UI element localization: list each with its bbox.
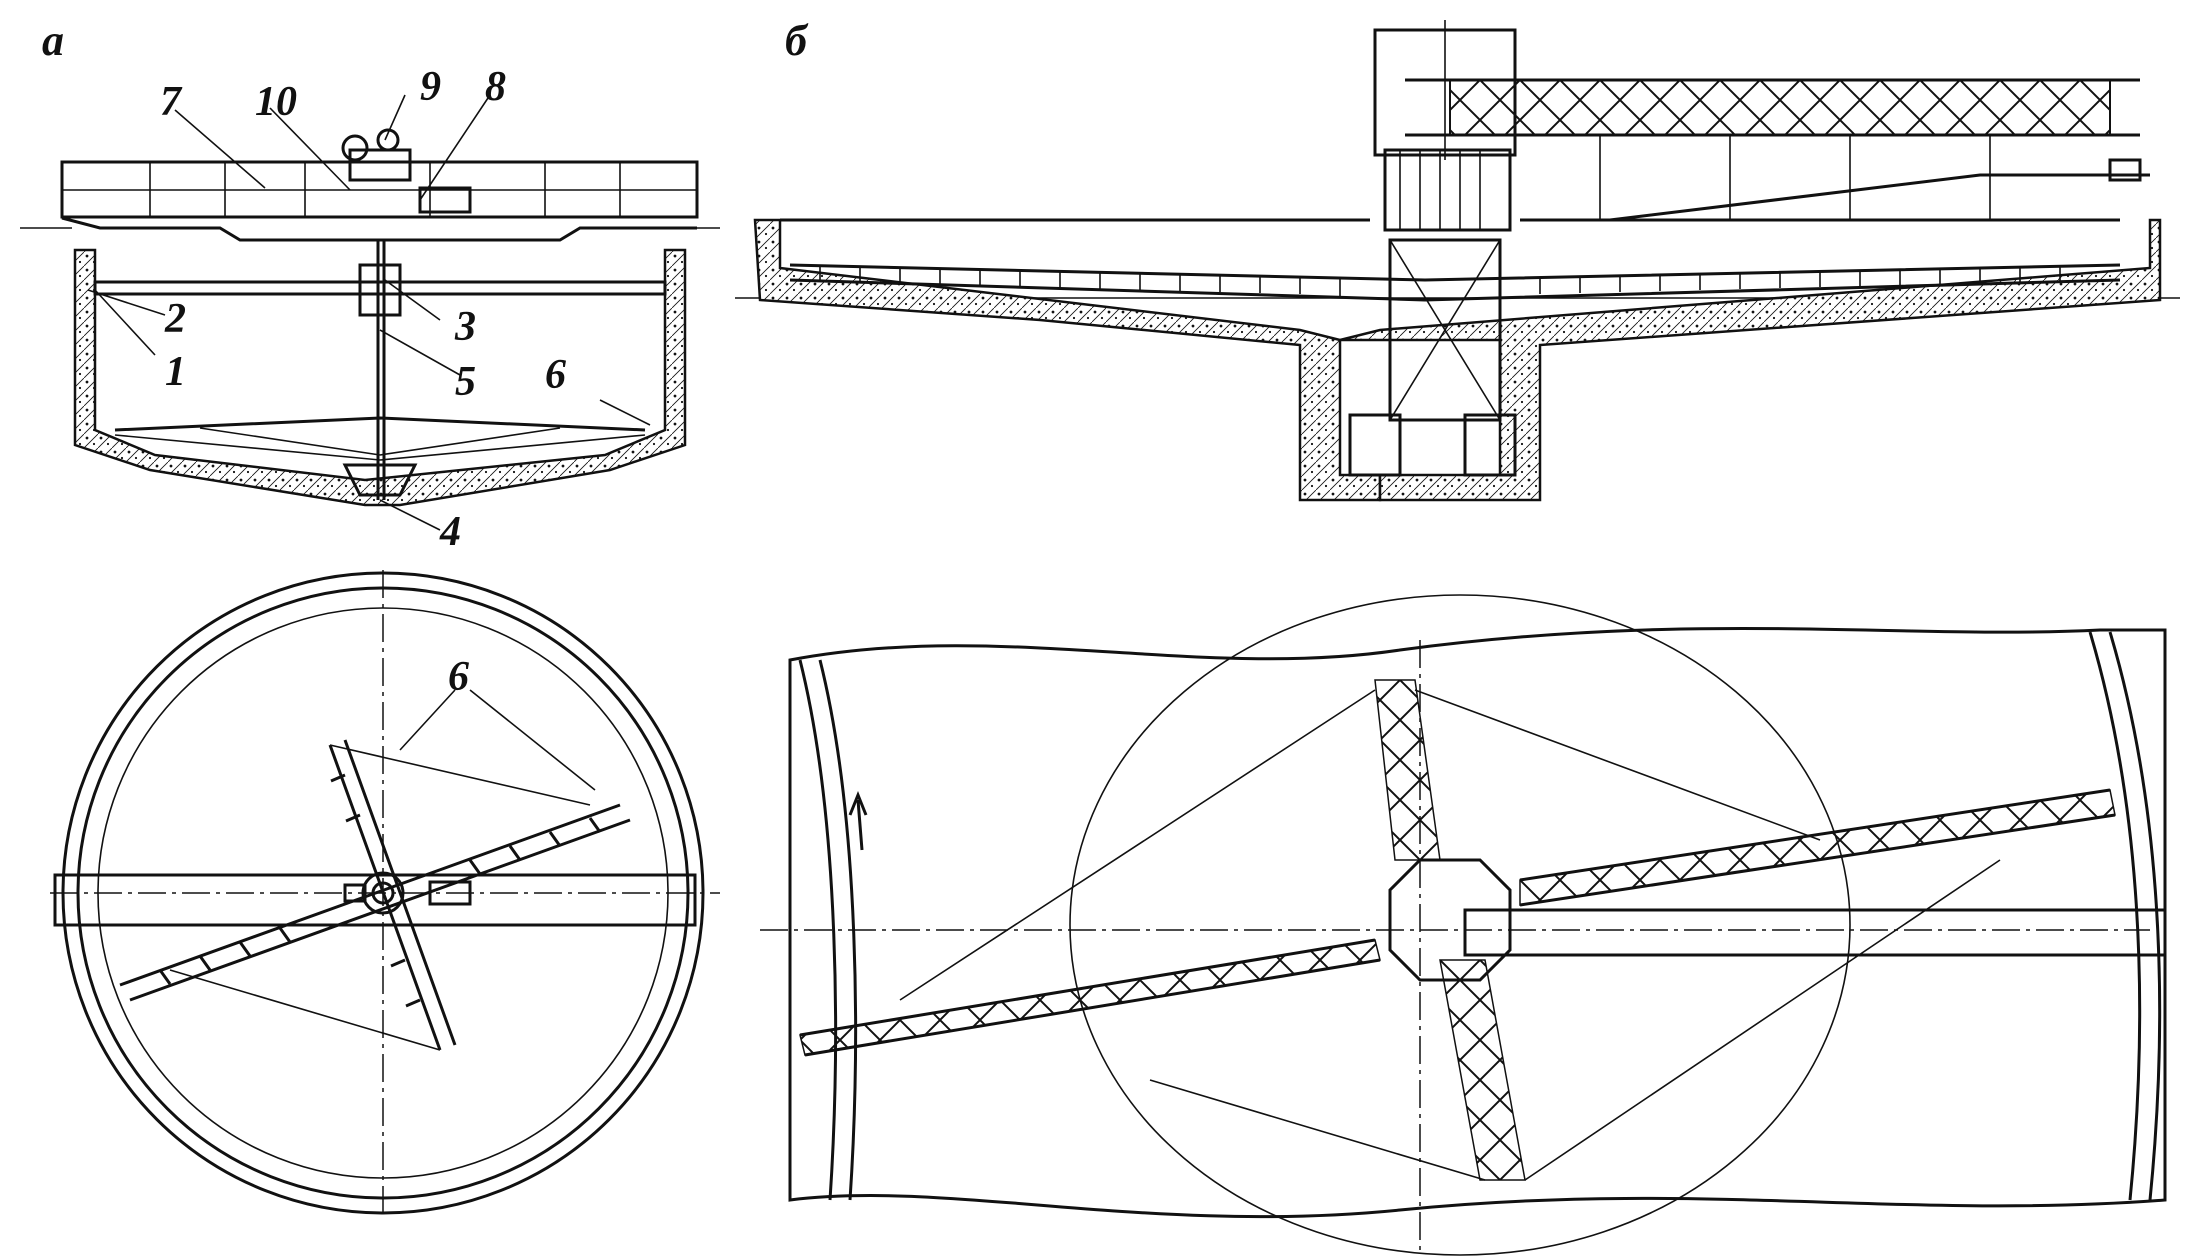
bridge-plan-b [1463, 908, 2167, 957]
section-a: а 7 10 9 8 2 1 3 5 6 4 [20, 16, 720, 555]
center-well [358, 263, 402, 317]
truss-arm-right [1519, 788, 2116, 907]
section-b: б [735, 16, 2180, 502]
callout-8: 8 [485, 64, 506, 110]
tank-floor-left [753, 218, 1382, 502]
callout-3: 3 [454, 304, 476, 350]
central-hub [1388, 858, 1512, 982]
panel-label-a: а [42, 16, 64, 65]
truss-arm-left [799, 938, 1381, 1057]
tank-plan-boundary [788, 626, 2167, 1219]
callout-7: 7 [160, 79, 183, 125]
truss-arm-down [1439, 959, 1526, 1181]
callout-9: 9 [420, 64, 441, 110]
pump-right [1463, 413, 1517, 477]
scraper-blades [158, 773, 602, 1008]
scraper-arm [114, 416, 646, 432]
inner-circle [1069, 594, 1851, 1256]
plan-b [760, 594, 2167, 1256]
central-column [1388, 238, 1502, 422]
center-drive [361, 871, 405, 915]
tank-wall [73, 248, 687, 507]
collection-launder [93, 280, 667, 296]
sludge-hopper [342, 463, 418, 497]
pump-left [1348, 413, 1402, 477]
callout-5: 5 [455, 359, 476, 405]
arm-short [328, 739, 457, 1051]
truss-arm-up [1374, 679, 1441, 861]
callout-6-plan: 6 [448, 654, 469, 700]
callout-4: 4 [439, 509, 461, 555]
callout-2: 2 [164, 296, 186, 342]
callout-1: 1 [165, 349, 186, 395]
callout-10: 10 [255, 79, 297, 125]
scraper-truss [789, 263, 2121, 302]
plan-a: 6 [50, 570, 720, 1220]
drive-unit [348, 148, 412, 182]
rotation-arrow [848, 790, 868, 851]
callout-6-section: 6 [545, 352, 566, 398]
arm-long [119, 803, 631, 1002]
panel-label-b: б [785, 16, 809, 65]
